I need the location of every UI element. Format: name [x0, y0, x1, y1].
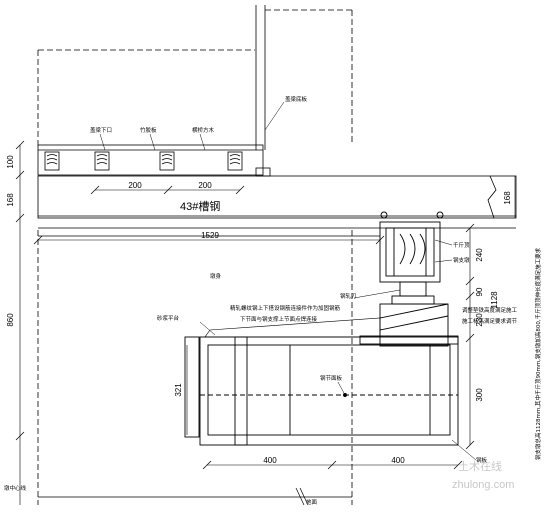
- label-timber: 横桥方木: [192, 126, 215, 134]
- dim-400-a: 400: [263, 456, 277, 465]
- label-jack: 千斤顶: [453, 241, 470, 249]
- center-line-top: [255, 5, 266, 150]
- dim-168: 168: [6, 193, 15, 207]
- dim-321: 321: [174, 383, 183, 397]
- channel-beam: [37, 175, 517, 219]
- dim-90: 90: [475, 287, 484, 296]
- ground-line: [38, 487, 352, 506]
- label-steel-pier: 钢支墩: [453, 256, 470, 264]
- dim-240: 240: [475, 248, 484, 262]
- dim-200-b: 200: [198, 181, 212, 190]
- dim-lines: [19, 145, 516, 505]
- label-weld: 下节面与钢支撑上节面点焊连接: [240, 315, 318, 323]
- label-cap-bottom: 盖梁底板: [285, 95, 308, 103]
- steel-base: [184, 336, 459, 446]
- dim-ticks: [15, 140, 475, 470]
- watermark-url: zhulong.com: [452, 479, 514, 491]
- lower-line: [38, 227, 516, 237]
- label-mortar: 砂浆平台: [157, 314, 180, 322]
- label-panel: 钢节面板: [320, 374, 343, 382]
- dim-100: 100: [6, 155, 15, 169]
- label-note: 钢支墩总高1128mm,其中千斤顶90mm,钢支墩加高800,千斤顶顶伸长度满足…: [534, 247, 542, 460]
- sloped-block: [204, 317, 381, 338]
- label-channel: 43#槽钢: [180, 200, 220, 213]
- label-ground: 地面: [306, 498, 318, 506]
- label-adjust: 调整垫铁高度满足施工: [462, 306, 518, 314]
- dim-168-right: 168: [503, 191, 512, 205]
- label-elevation: 施工标高满足要求调节: [462, 317, 518, 325]
- pier-outline: [37, 9, 353, 505]
- dim-400-b: 400: [391, 456, 405, 465]
- label-cap-lower: 盖梁下口: [90, 126, 112, 134]
- dim-1529: 1529: [201, 231, 219, 240]
- dim-1128: 1128: [490, 291, 499, 309]
- dim-300: 300: [475, 388, 484, 402]
- formwork-layer: [37, 144, 271, 177]
- dim-230: 230: [475, 313, 484, 327]
- label-plywood: 竹胶板: [140, 126, 157, 134]
- dim-200-a: 200: [128, 181, 142, 190]
- label-centerline: 墩中心线: [4, 484, 27, 492]
- watermark-brand: 土木在线: [458, 459, 502, 473]
- leader-lines: [99, 101, 477, 461]
- label-pier: 墩身: [210, 272, 222, 280]
- jack-assembly: [359, 211, 459, 347]
- label-sole: 钢轧刀: [340, 292, 357, 300]
- dim-860: 860: [6, 313, 15, 327]
- label-steel-plate: 钢板: [476, 456, 488, 464]
- label-rebar: 精轧螺纹钢上下搭设钢筋连接件作为加固钢筋: [230, 304, 341, 312]
